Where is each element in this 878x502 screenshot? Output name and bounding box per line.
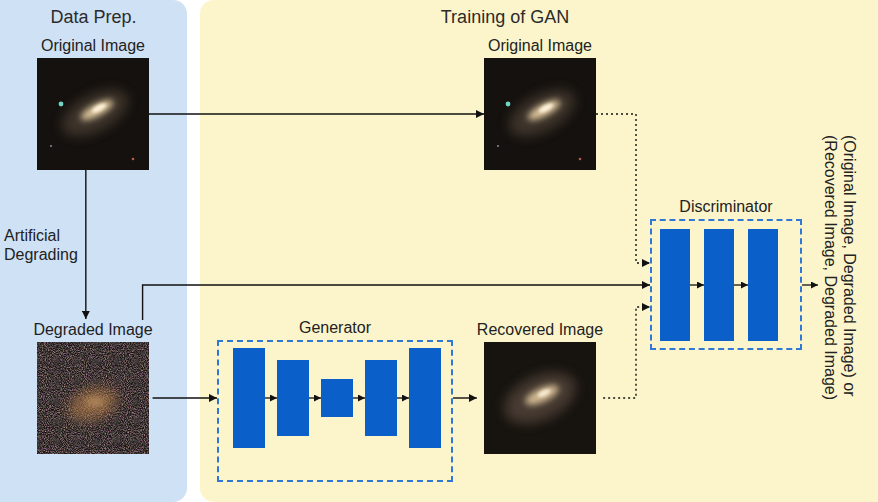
section-heading: Training of GAN <box>200 0 810 28</box>
flow-arrow <box>353 397 365 398</box>
layer-bar <box>321 379 353 417</box>
flow-arrow <box>734 284 748 285</box>
galaxy-image <box>484 342 596 454</box>
output-arrow <box>802 284 818 285</box>
flow-arrow <box>85 170 86 319</box>
node-label: Degraded Image <box>33 320 152 340</box>
node-label: Recovered Image <box>477 320 603 340</box>
output-label-holder: (Original Image, Degraded Image) or (Rec… <box>821 135 859 435</box>
node-label: Discriminator <box>679 197 772 217</box>
edge-label-holder: Artificial Degrading <box>4 226 94 264</box>
dotted-arrow <box>596 114 650 263</box>
node-label: Original Image <box>488 36 592 56</box>
layer-bar <box>704 229 734 341</box>
dotted-arrow <box>603 307 650 398</box>
flow-arrow <box>453 397 477 398</box>
generator-flow <box>265 397 409 398</box>
flow-arrow <box>143 285 650 320</box>
layer-bar <box>277 360 309 436</box>
layer-bar <box>365 360 397 436</box>
flow-arrow <box>690 284 704 285</box>
flow-arrow <box>397 397 409 398</box>
edge-label: Artificial Degrading <box>4 226 84 264</box>
flow-arrow <box>309 397 321 398</box>
flow-arrow <box>153 397 217 398</box>
layer-bar <box>409 348 441 448</box>
galaxy-image <box>37 58 149 170</box>
flow-arrow <box>265 397 277 398</box>
output-label: (Original Image, Degraded Image) or (Rec… <box>821 135 859 435</box>
generator-layers <box>233 348 441 448</box>
node-label: Original Image <box>41 36 145 56</box>
section-heading: Data Prep. <box>0 0 187 28</box>
galaxy-image <box>484 58 596 170</box>
galaxy-image <box>37 342 149 454</box>
flow-arrow <box>149 113 484 114</box>
layer-bar <box>660 229 690 341</box>
discriminator-layers <box>660 229 778 341</box>
node-label: Generator <box>299 318 371 338</box>
layer-bar <box>233 348 265 448</box>
discriminator-flow <box>690 284 818 285</box>
layer-bar <box>748 229 778 341</box>
